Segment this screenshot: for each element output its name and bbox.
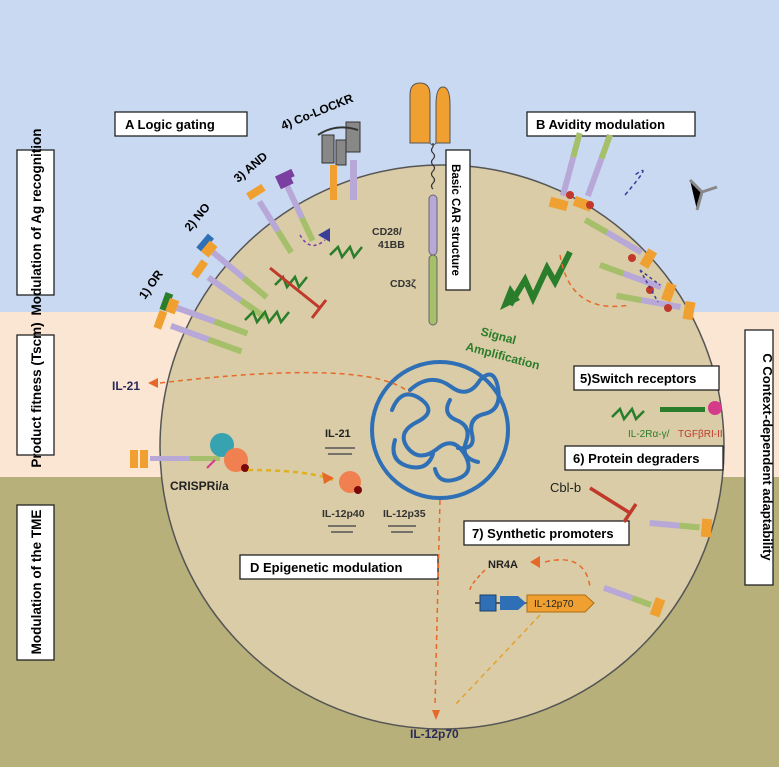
signal-amplification-head bbox=[500, 285, 520, 310]
section-epigenetic-text: D Epigenetic modulation bbox=[250, 560, 402, 575]
il12p40-mrna bbox=[328, 525, 356, 533]
gene-construct: IL-12p70 bbox=[475, 594, 595, 613]
il12p35-label: IL-12p35 bbox=[383, 508, 426, 520]
crispr-label: CRISPRi/a bbox=[170, 479, 229, 493]
car-cd3z: CD3ζ bbox=[390, 278, 416, 290]
side-label-ag: Modulation of Ag recognition bbox=[16, 129, 55, 316]
il12p70-dashed-1 bbox=[434, 499, 441, 706]
switch-ligand bbox=[708, 401, 722, 415]
il21-dashed bbox=[159, 371, 411, 394]
il21-in-label: IL-21 bbox=[325, 428, 351, 440]
il21-out-arrowhead bbox=[148, 378, 158, 388]
crispr-arrowhead bbox=[322, 472, 334, 484]
colockr bbox=[317, 121, 361, 200]
side-label-context: C Context-dependent adaptability bbox=[744, 329, 775, 586]
basic-car: Basic CAR structure CD28/ 41BB CD3ζ bbox=[372, 82, 471, 326]
promoter-receptor bbox=[602, 585, 666, 618]
il12p70-arrowhead bbox=[432, 710, 440, 720]
section-promoters: 7) Synthetic promoters bbox=[463, 520, 630, 546]
no-inhibition bbox=[269, 266, 328, 319]
nr4a-label: NR4A bbox=[488, 559, 518, 571]
and-dashed-link bbox=[299, 234, 326, 247]
signal-amplification-arrow bbox=[507, 250, 573, 307]
nucleus bbox=[370, 360, 510, 500]
crispr-arrow bbox=[247, 468, 334, 482]
section-degraders-text: 6) Protein degraders bbox=[573, 451, 699, 466]
no-receptors bbox=[191, 233, 269, 321]
cblb-inhibition bbox=[589, 486, 638, 523]
car-41bb: 41BB bbox=[378, 239, 405, 251]
il12p35-mrna bbox=[388, 525, 416, 533]
nr4a-to-promoter bbox=[469, 569, 486, 591]
section-switch: 5)Switch receptors bbox=[573, 365, 720, 391]
il12p40-label: IL-12p40 bbox=[322, 508, 365, 520]
switch-signal bbox=[611, 406, 645, 422]
nr4a-dashed bbox=[544, 559, 591, 588]
side-label-fitness-text: Product fitness (Tscm) bbox=[29, 322, 44, 467]
il12p70-out-label: IL-12p70 bbox=[410, 727, 459, 741]
side-label-ag-text: Modulation of Ag recognition bbox=[29, 129, 44, 316]
degrader-receptor bbox=[649, 518, 713, 538]
il21-out-label: IL-21 bbox=[112, 379, 140, 393]
section-degraders: 6) Protein degraders bbox=[564, 445, 724, 471]
section-avidity: B Avidity modulation bbox=[526, 111, 696, 137]
side-label-tme-text: Modulation of the TME bbox=[29, 510, 44, 655]
avidity-receptors bbox=[548, 132, 718, 321]
car-title: Basic CAR structure bbox=[449, 164, 461, 276]
side-label-context-text: C Context-dependent adaptability bbox=[760, 353, 775, 561]
il2ra-label: IL-2Rα-γ/ bbox=[628, 429, 670, 440]
gene-il12p70-label: IL-12p70 bbox=[534, 599, 574, 610]
section-switch-text: 5)Switch receptors bbox=[580, 371, 696, 386]
crispr-target-dot bbox=[354, 486, 362, 494]
section-logic-gating: A Logic gating bbox=[114, 111, 248, 137]
section-promoters-text: 7) Synthetic promoters bbox=[472, 526, 614, 541]
section-avidity-text: B Avidity modulation bbox=[536, 117, 665, 132]
and-ligand bbox=[318, 228, 330, 242]
and-receptors bbox=[246, 168, 316, 255]
side-label-fitness: Product fitness (Tscm) bbox=[16, 322, 55, 468]
crispr-complex bbox=[130, 433, 249, 472]
side-label-tme: Modulation of the TME bbox=[16, 504, 55, 661]
section-logic-gating-text: A Logic gating bbox=[125, 117, 215, 132]
il21-mrna bbox=[325, 447, 355, 455]
section-epigenetic: D Epigenetic modulation bbox=[239, 554, 439, 580]
or-receptors bbox=[153, 292, 249, 355]
nr4a-arrowhead bbox=[530, 556, 540, 568]
tgfb-label: TGFβRI-II bbox=[678, 429, 723, 440]
switch-receptor bbox=[660, 407, 705, 412]
car-cd28: CD28/ bbox=[372, 226, 402, 238]
cblb-label: Cbl-b bbox=[550, 480, 581, 495]
il12p70-dashed-2 bbox=[454, 614, 541, 706]
